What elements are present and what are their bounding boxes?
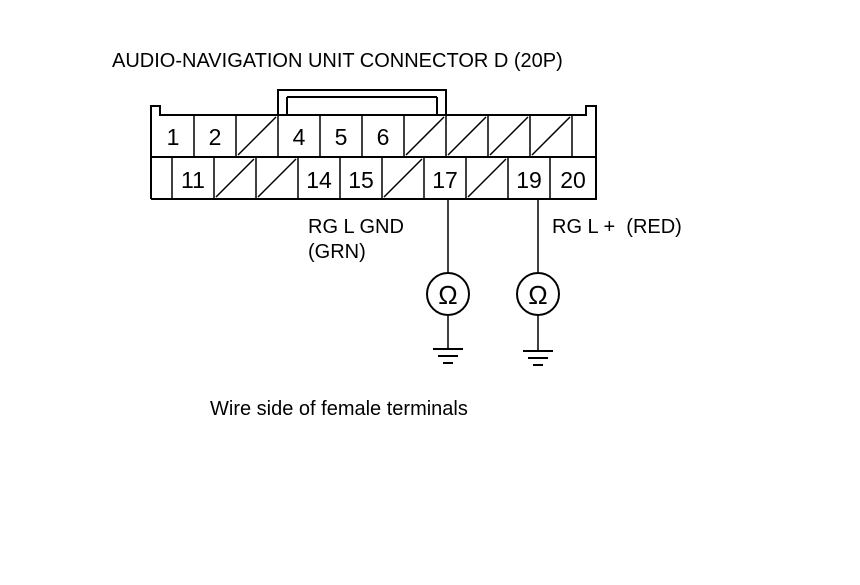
bottom-row	[171, 157, 551, 199]
diagram-caption: Wire side of female terminals	[210, 398, 468, 420]
pin-label: 4	[293, 124, 306, 150]
unused-cavity-slash	[467, 158, 507, 198]
pin-label: 6	[377, 124, 390, 150]
probe-pin-19	[516, 199, 560, 366]
connector-housing	[150, 89, 597, 200]
unused-cavity-slash	[237, 116, 277, 156]
ohm-symbol: Ω	[438, 280, 457, 310]
unused-cavity-slash	[257, 158, 297, 198]
connector-latch	[277, 89, 447, 115]
diagram-title: AUDIO-NAVIGATION UNIT CONNECTOR D (20P)	[112, 50, 563, 72]
connector-outline	[150, 105, 597, 200]
unused-cavity-slash	[405, 116, 445, 156]
pin-label: 2	[209, 124, 222, 150]
pin-label: 20	[560, 167, 586, 193]
pin-label: 5	[335, 124, 348, 150]
unused-cavity-slash	[383, 158, 423, 198]
pin-label: 15	[348, 167, 374, 193]
pin-label: 17	[432, 167, 458, 193]
pin-label: 14	[306, 167, 332, 193]
ground-icon	[433, 348, 463, 364]
ohm-symbol: Ω	[528, 280, 547, 310]
probe-label: RG L + (RED)	[552, 216, 682, 238]
pin-label: 19	[516, 167, 542, 193]
unused-cavity-slash	[215, 158, 255, 198]
probe-pin-17	[426, 199, 470, 364]
probe-label-color: (GRN)	[308, 241, 366, 263]
ground-icon	[523, 350, 553, 366]
probe-label: RG L GND	[308, 216, 404, 238]
pin-label: 1	[167, 124, 180, 150]
top-row	[193, 115, 573, 157]
unused-cavity-slash	[489, 116, 529, 156]
pin-label: 11	[181, 167, 205, 193]
unused-cavity-slash	[447, 116, 487, 156]
unused-cavity-slash	[531, 116, 571, 156]
